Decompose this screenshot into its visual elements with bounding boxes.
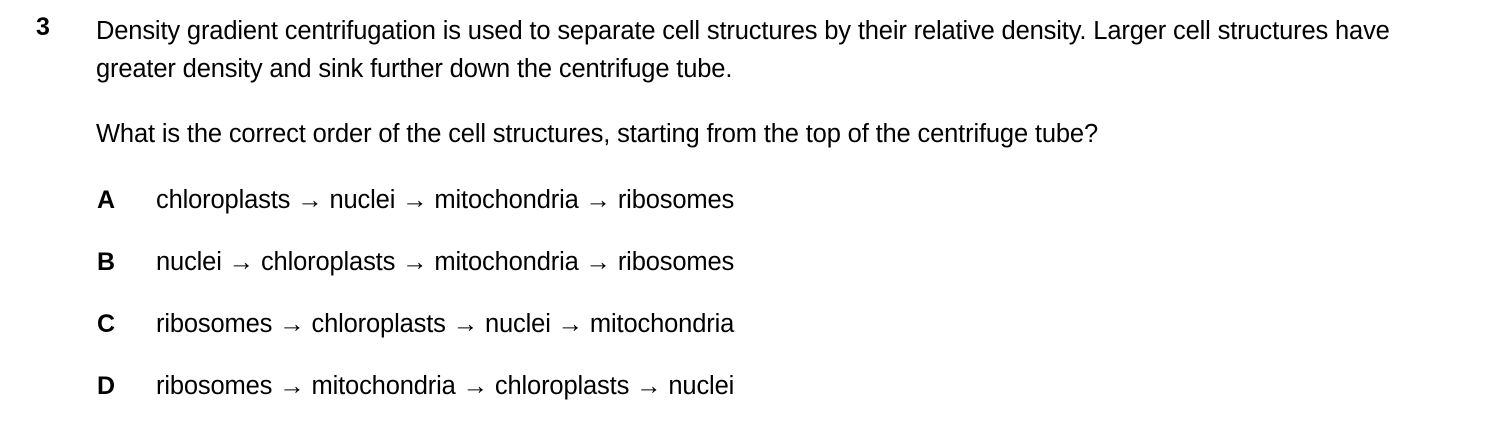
option-text-b: nuclei → chloroplasts → mitochondria → r… (156, 248, 735, 276)
answer-options-list: A chloroplasts → nuclei → mitochondria →… (0, 185, 1500, 433)
question-number: 3 (36, 13, 50, 41)
option-row-a[interactable]: A chloroplasts → nuclei → mitochondria →… (0, 185, 1500, 247)
question-stem-text: Density gradient centrifugation is used … (96, 17, 1390, 83)
option-letter-c: C (97, 310, 116, 338)
question-prompt-text: What is the correct order of the cell st… (96, 120, 1098, 148)
option-row-d[interactable]: D ribosomes → mitochondria → chloroplast… (0, 371, 1500, 433)
option-text-a: chloroplasts → nuclei → mitochondria → r… (156, 186, 735, 214)
exam-question-page: 3 Density gradient centrifugation is use… (36, 12, 1456, 400)
option-letter-b: B (97, 248, 116, 276)
option-text-d: ribosomes → mitochondria → chloroplasts … (156, 372, 735, 400)
option-letter-d: D (97, 372, 116, 400)
option-row-b[interactable]: B nuclei → chloroplasts → mitochondria →… (0, 247, 1500, 309)
option-text-c: ribosomes → chloroplasts → nuclei → mito… (156, 310, 735, 338)
option-row-c[interactable]: C ribosomes → chloroplasts → nuclei → mi… (0, 309, 1500, 371)
question-stem-container: Density gradient centrifugation is used … (96, 12, 1456, 88)
option-letter-a: A (97, 186, 116, 214)
